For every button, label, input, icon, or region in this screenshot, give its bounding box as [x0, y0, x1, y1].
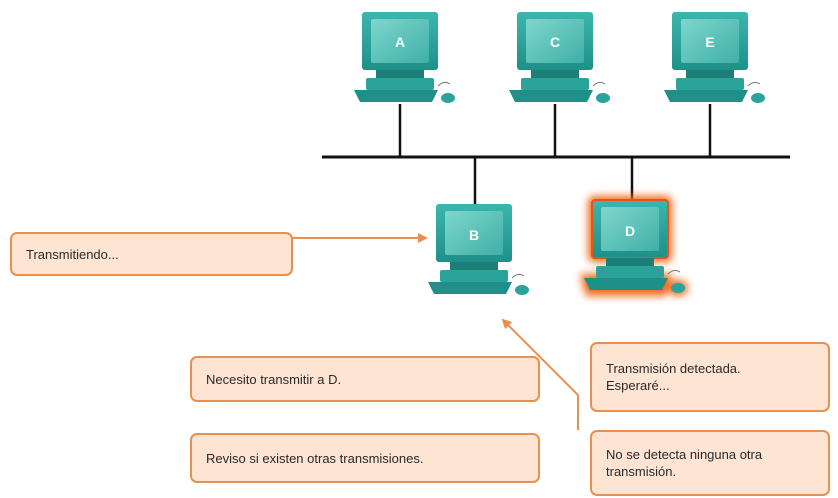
- computer-e: E: [664, 12, 765, 103]
- callout-detected-text: Transmisión detectada. Esperaré...: [606, 361, 741, 393]
- mouse-icon: [671, 283, 685, 293]
- callout-not-detected-text: No se detecta ninguna otra transmisión.: [606, 447, 763, 479]
- computer-c: C: [509, 12, 610, 103]
- computer-c-label: C: [550, 34, 560, 50]
- callout-not-detected: No se detecta ninguna otra transmisión.: [590, 430, 830, 496]
- computer-d-label: D: [625, 223, 635, 239]
- computer-icon: [428, 204, 529, 295]
- callout-check-transmissions-text: Reviso si existen otras transmisiones.: [206, 450, 424, 466]
- mouse-icon: [751, 93, 765, 103]
- computer-icon: [509, 12, 610, 103]
- callout-detected: Transmisión detectada. Esperaré...: [590, 342, 830, 412]
- callout-transmitting-text: Transmitiendo...: [26, 246, 119, 262]
- computer-b: B: [428, 204, 529, 295]
- computer-a-label: A: [395, 34, 405, 50]
- mouse-icon: [596, 93, 610, 103]
- mouse-icon: [441, 93, 455, 103]
- computer-d: D: [580, 196, 688, 296]
- computer-icon: [354, 12, 455, 103]
- computer-icon: [664, 12, 765, 103]
- callout-transmitting: Transmitiendo...: [10, 232, 293, 276]
- mouse-icon: [515, 285, 529, 295]
- computer-b-label: B: [469, 227, 479, 243]
- callout-need-transmit: Necesito transmitir a D.: [190, 356, 540, 402]
- callout-need-transmit-text: Necesito transmitir a D.: [206, 371, 342, 387]
- computer-e-label: E: [705, 34, 714, 50]
- computer-icon: [584, 199, 685, 293]
- arrow-from-callouts: [501, 318, 579, 430]
- callout-check-transmissions: Reviso si existen otras transmisiones.: [190, 433, 540, 483]
- computer-a: A: [354, 12, 455, 103]
